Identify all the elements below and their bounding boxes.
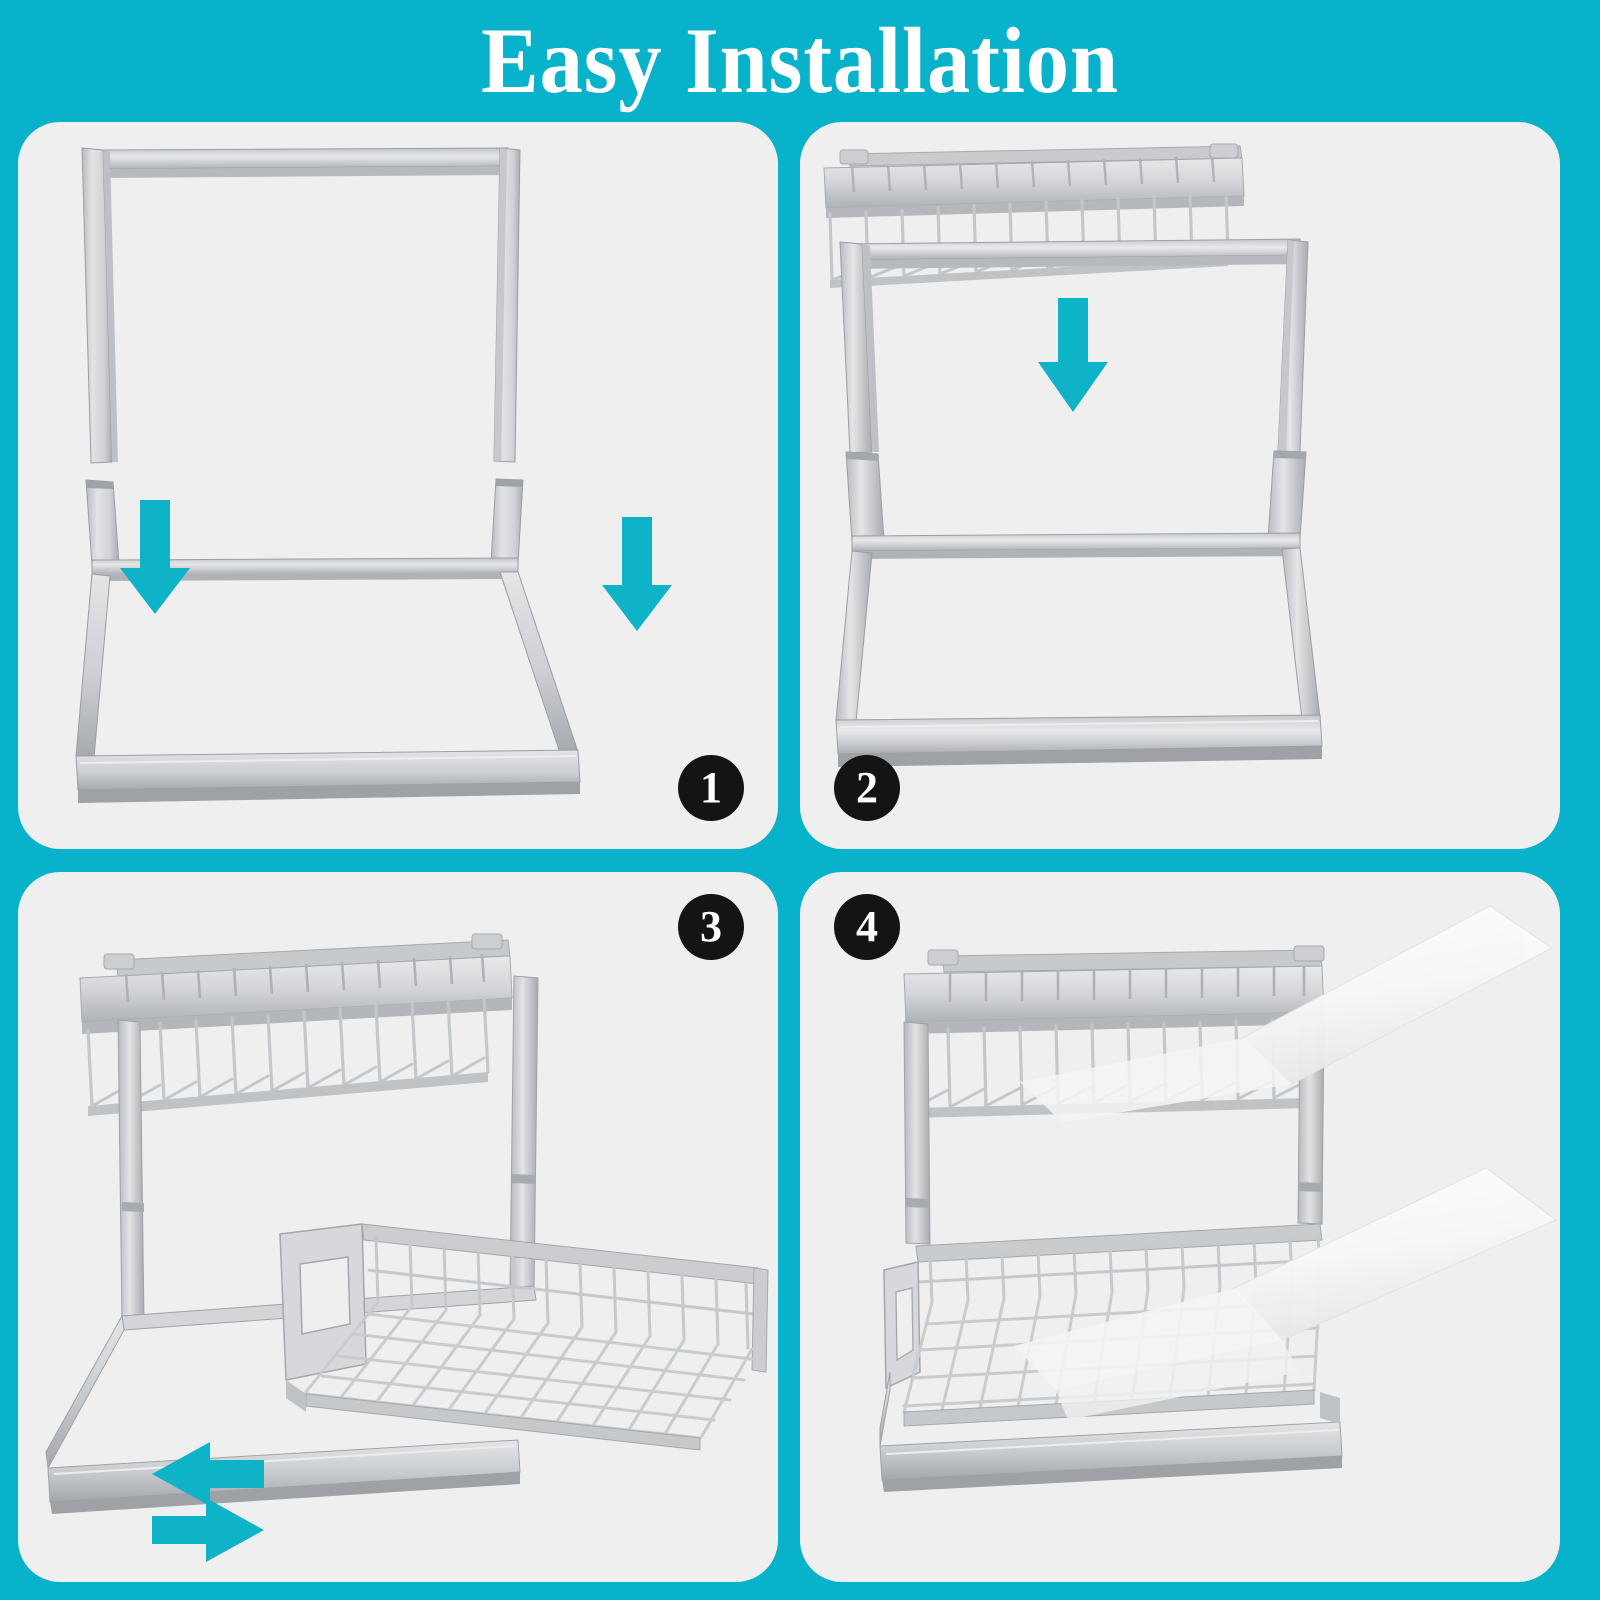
arrow-down-icon [602,517,672,631]
step-panel-4: 4 [800,872,1560,1582]
arrow-down-icon [120,500,190,614]
assembled-frame [835,238,1323,767]
step-badge-3: 3 [678,894,744,960]
step-badge-4: 4 [834,894,900,960]
step-panel-2: 2 [800,122,1560,849]
step-2-illustration [823,143,1323,767]
arrow-left-icon [152,1442,264,1506]
upper-wire-basket [79,933,513,1116]
step-1-illustration [75,147,672,803]
liner-mat-bottom [1014,1167,1557,1420]
step-badge-2: 2 [834,755,900,821]
page-title: Easy Installation [481,9,1119,113]
step-3-illustration [45,933,769,1562]
lower-wire-basket [883,1223,1323,1427]
base-frame [879,1371,1343,1492]
base-frame [75,478,581,803]
liner-mat-top [1020,905,1553,1122]
installation-steps-grid: 1 [18,122,1582,1582]
arrow-right-icon [152,1498,264,1562]
arrow-down-icon [1038,298,1108,412]
sliding-drawer-basket [279,1223,769,1451]
step-4-illustration [879,905,1557,1492]
upright-posts [117,975,539,1323]
upright-u-frame [81,147,521,464]
step-badge-1: 1 [678,755,744,821]
step-panel-1: 1 [18,122,778,849]
step-panel-3: 3 [18,872,778,1582]
